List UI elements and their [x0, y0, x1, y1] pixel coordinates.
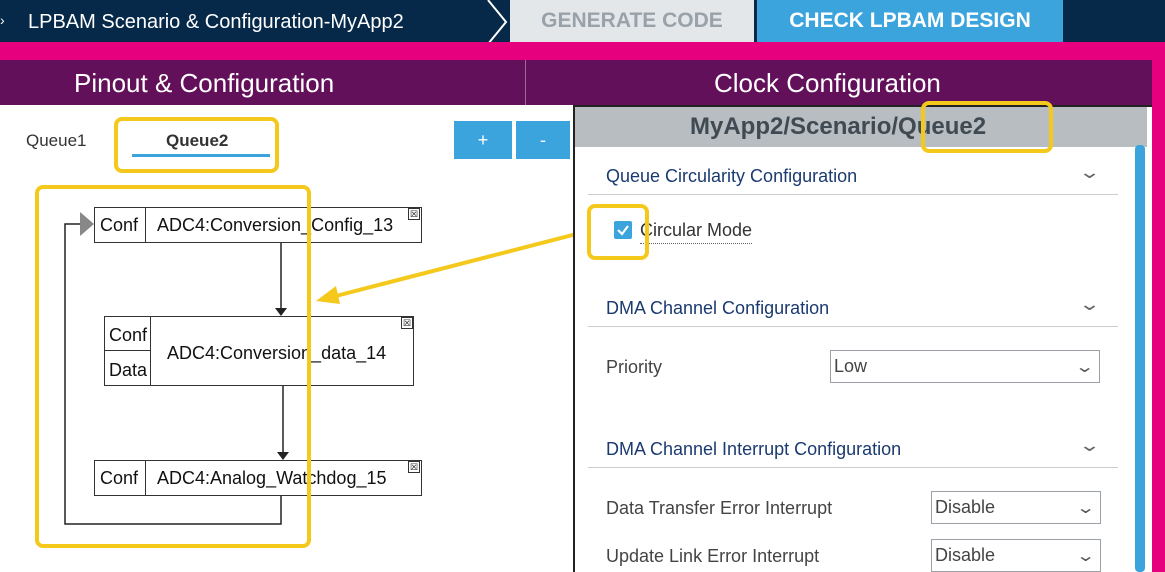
chevron-down-icon: ⌄: [1074, 358, 1095, 376]
priority-select[interactable]: Low ⌄: [830, 350, 1100, 383]
tab-pinout-configuration[interactable]: Pinout & Configuration: [74, 68, 335, 98]
breadcrumb-arrow-icon: [487, 0, 508, 44]
accent-band: [0, 42, 1165, 60]
update-link-error-label: Update Link Error Interrupt: [606, 546, 820, 566]
queue-tab-2[interactable]: Queue2: [166, 131, 229, 150]
chevron-down-icon[interactable]: ⌄: [1078, 162, 1101, 182]
section-dma-interrupt[interactable]: DMA Channel Interrupt Configuration: [606, 439, 902, 459]
section-queue-circularity[interactable]: Queue Circularity Configuration: [606, 166, 858, 186]
data-transfer-error-value: Disable: [935, 497, 996, 517]
circular-mode-checkbox[interactable]: [614, 221, 632, 239]
highlight-flow-nodes: [35, 185, 311, 548]
update-link-error-select[interactable]: Disable ⌄: [931, 539, 1101, 572]
data-transfer-error-label: Data Transfer Error Interrupt: [606, 498, 833, 518]
chevron-down-icon[interactable]: ⌄: [1078, 294, 1101, 314]
port-divider: [150, 317, 151, 385]
chevron-down-icon: ⌄: [1075, 547, 1096, 565]
close-node-icon[interactable]: ☒: [408, 208, 420, 220]
breadcrumb-title[interactable]: LPBAM Scenario & Configuration-MyApp2: [28, 11, 404, 33]
port-conf-label: Conf: [109, 325, 148, 345]
port-divider: [145, 461, 146, 495]
port-divider: [145, 208, 146, 242]
flow-node-conversion-data[interactable]: Conf Data ADC4:Conversion_data_14 ☒: [104, 316, 414, 386]
remove-queue-button[interactable]: -: [516, 121, 570, 159]
chevron-down-icon[interactable]: ⌄: [1078, 435, 1101, 455]
checkmark-icon: [617, 225, 629, 236]
highlight-circular-mode: [587, 204, 649, 260]
close-node-icon[interactable]: ☒: [401, 317, 413, 329]
priority-label: Priority: [606, 357, 663, 377]
node-label: ADC4:Conversion_Config_13: [157, 215, 394, 235]
accent-band-right: [1152, 42, 1165, 572]
priority-value: Low: [834, 356, 868, 376]
node-label: ADC4:Conversion_data_14: [167, 343, 387, 363]
breadcrumb-caret: ›: [0, 12, 5, 28]
active-tab-underline: [132, 154, 270, 157]
chevron-down-icon: ⌄: [1075, 499, 1096, 517]
panel-title: MyApp2/Scenario/Queue2: [690, 113, 987, 140]
update-link-error-value: Disable: [935, 545, 996, 565]
port-conf-label: Conf: [100, 215, 139, 235]
panel-scrollbar[interactable]: [1135, 145, 1145, 572]
tab-clock-configuration[interactable]: Clock Configuration: [714, 68, 941, 98]
view-tab-bar: [0, 60, 1152, 105]
queue-tab-1[interactable]: Queue1: [26, 131, 87, 150]
data-transfer-error-select[interactable]: Disable ⌄: [931, 491, 1101, 524]
flow-node-conversion-config[interactable]: Conf ADC4:Conversion_Config_13 ☒: [94, 207, 422, 243]
check-lpbam-design-button[interactable]: CHECK LPBAM DESIGN: [757, 0, 1063, 42]
add-queue-button[interactable]: +: [454, 121, 512, 159]
circular-mode-label[interactable]: Circular Mode: [640, 220, 753, 244]
close-node-icon[interactable]: ☒: [408, 461, 420, 473]
highlight-queue2-tab: [114, 117, 279, 173]
tab-divider: [525, 60, 526, 105]
port-divider-horizontal: [105, 350, 150, 351]
section-dma-channel[interactable]: DMA Channel Configuration: [606, 298, 830, 318]
highlight-panel-title-queue2: [921, 101, 1053, 153]
generate-code-button[interactable]: GENERATE CODE: [510, 0, 754, 42]
node-label: ADC4:Analog_Watchdog_15: [157, 468, 387, 488]
section-divider: [588, 194, 1118, 195]
port-data-label: Data: [109, 360, 148, 380]
port-conf-label: Conf: [100, 468, 139, 488]
section-divider: [588, 467, 1118, 468]
flow-node-analog-watchdog[interactable]: Conf ADC4:Analog_Watchdog_15 ☒: [94, 460, 422, 496]
section-divider: [588, 326, 1118, 327]
